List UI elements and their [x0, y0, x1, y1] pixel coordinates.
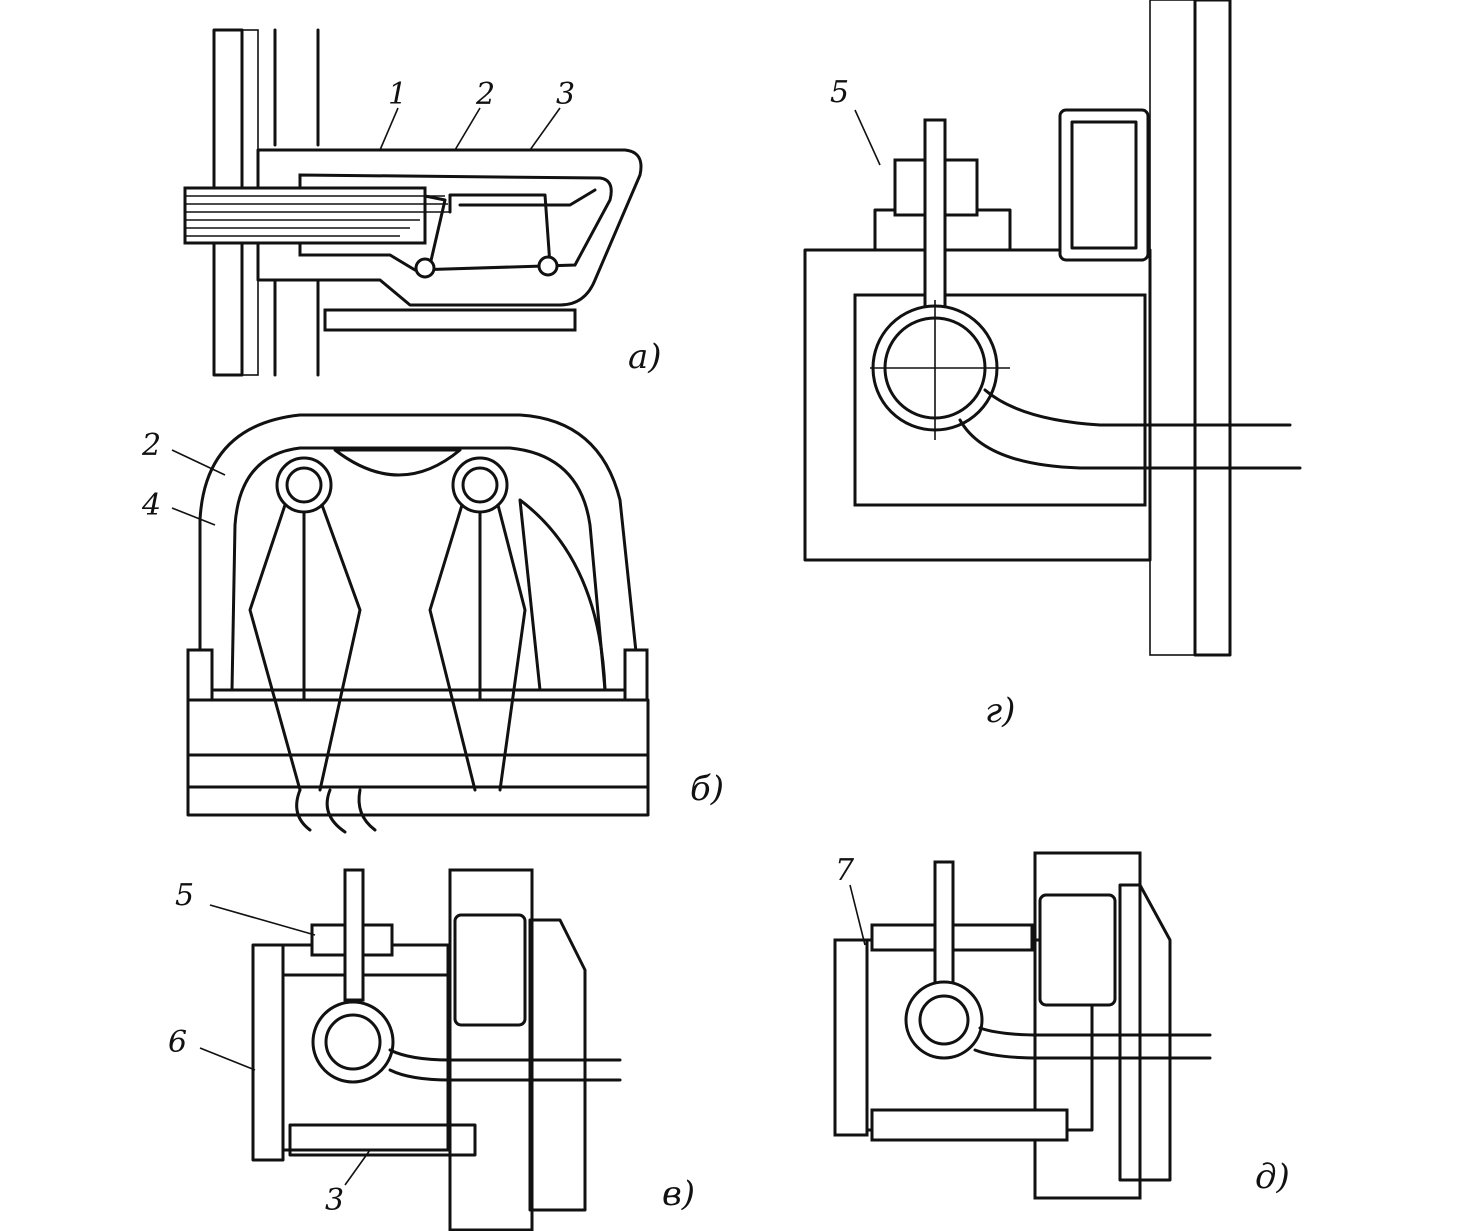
bottom-insulation-v: [288, 1123, 477, 1157]
cable-v-2: [388, 1068, 622, 1082]
leader-v-5: [209, 904, 316, 936]
cable-branch: [458, 188, 597, 207]
cable-g-1: [983, 388, 1292, 427]
bottom-cover-d: [870, 1108, 1069, 1142]
floor-base-b: [186, 785, 650, 817]
callout-b-2: 2: [141, 428, 161, 463]
cable-g-2: [958, 418, 1302, 470]
callout-v-3: 3: [325, 1183, 344, 1218]
leader-d-7: [849, 884, 866, 946]
callout-a-3: 3: [556, 77, 575, 112]
hood-insulation-b: [198, 413, 642, 692]
cable-b: [428, 503, 477, 792]
hood-filler-b: [333, 448, 462, 477]
callout-v-6: 6: [168, 1025, 187, 1060]
hood-side-fill-b: [518, 498, 607, 692]
panel-g: 5 г): [803, 0, 1302, 731]
wall-g-insulation: [1149, 0, 1196, 656]
side-plate-d: [833, 938, 869, 1137]
callout-v-5: 5: [175, 878, 194, 913]
side-plate-v: [251, 943, 285, 1162]
panel-label-g: г): [985, 691, 1015, 731]
panel-label-d: д): [1255, 1157, 1290, 1197]
pipe-b-left-bore: [285, 466, 323, 504]
cable-v-1: [388, 1048, 622, 1062]
beam-d: [1038, 893, 1117, 1007]
hood-foot-right: [623, 648, 649, 702]
leader-a-1: [379, 107, 399, 151]
pipe-b-right-bore: [461, 466, 499, 504]
panel-v: 5 6 3 в): [168, 868, 695, 1231]
beam-g-inner: [1070, 120, 1138, 250]
cable-b: [248, 503, 302, 792]
leader-b-4: [171, 507, 216, 526]
wall-d: [1118, 883, 1172, 1182]
panel-a: 1 2 3 а): [183, 28, 662, 377]
pipe-d-inner: [918, 994, 970, 1046]
cable-b: [496, 503, 527, 792]
hood-foot-left: [186, 648, 214, 702]
wall-g: [1193, 0, 1232, 657]
hood-inner-b: [230, 446, 607, 692]
cable-branch: [423, 194, 447, 267]
panel-label-v: в): [662, 1174, 695, 1214]
cable-d-2: [973, 1048, 1212, 1060]
support-plate-a: [323, 308, 577, 332]
beam-v: [453, 913, 527, 1027]
leader-v-6: [199, 1047, 256, 1071]
wall-v: [528, 918, 587, 1212]
cable-exit-b: [295, 788, 377, 834]
pipe-d-outer: [904, 980, 984, 1060]
leader-a-2: [454, 107, 481, 151]
panel-label-a: а): [628, 337, 662, 377]
rod-d: [933, 860, 955, 994]
callout-d-7: 7: [835, 853, 855, 888]
leader-v-3: [344, 1149, 371, 1186]
leader-b-2: [171, 449, 226, 476]
panel-b: 2 4 б): [141, 413, 724, 834]
floor-mesh-b: [186, 753, 650, 789]
cable-gland-a: [414, 257, 436, 279]
beam-g: [1058, 108, 1150, 262]
callout-g-5: 5: [830, 75, 849, 110]
cable-box-a: [256, 148, 643, 307]
cable-d-1: [978, 1026, 1212, 1037]
duct-g-insulation: [803, 248, 1152, 562]
pipe-v-inner: [324, 1013, 382, 1071]
rod-v: [343, 868, 365, 1002]
cable-branch: [448, 193, 552, 267]
rod-g: [923, 118, 947, 332]
cable-b: [318, 503, 362, 792]
leader-a-3: [529, 107, 561, 151]
panel-d: 7 д): [833, 851, 1290, 1200]
floor-slab-b: [186, 698, 650, 757]
callout-a-1: 1: [388, 77, 407, 112]
leader-g-5: [854, 109, 881, 166]
panel-label-b: б): [690, 769, 724, 809]
callout-a-2: 2: [475, 77, 495, 112]
callout-b-4: 4: [141, 488, 161, 523]
cable-gland-a: [537, 255, 559, 277]
cable-bundle-a: [183, 186, 427, 245]
